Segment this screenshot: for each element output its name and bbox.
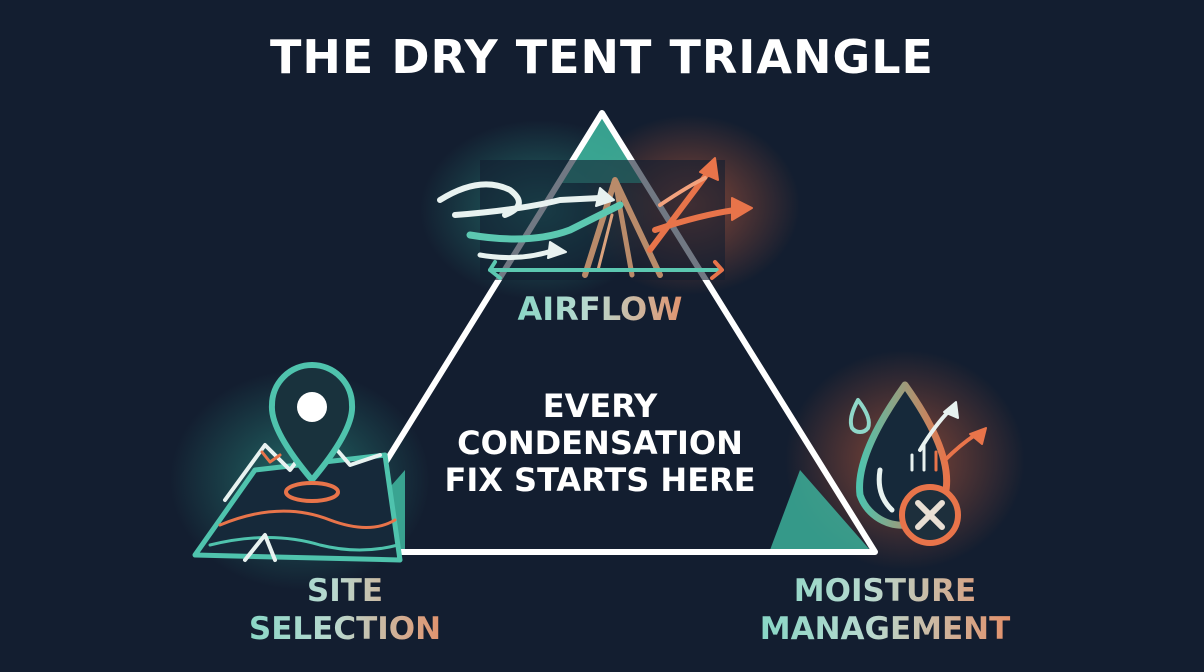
- water-drop-x-icon: [848, 381, 987, 546]
- main-triangle: [327, 110, 878, 555]
- moisture-management-label-line: MOISTURE: [793, 573, 977, 609]
- wind-arrows-tent-icon: [437, 157, 753, 280]
- airflow-label: AIRFLOW: [500, 290, 700, 328]
- site-selection-label: SITE SELECTION: [230, 572, 460, 648]
- map-pin-mountain-icon: [192, 362, 403, 563]
- moisture-management-label: MOISTURE MANAGEMENT: [740, 572, 1030, 648]
- moisture-management-label-line: MANAGEMENT: [759, 611, 1011, 647]
- center-message-line: EVERY: [542, 387, 658, 425]
- center-message: EVERY CONDENSATION FIX STARTS HERE: [420, 388, 780, 499]
- site-selection-label-line: SELECTION: [248, 611, 442, 647]
- triangle-right-fill: [770, 470, 870, 550]
- center-message-line: FIX STARTS HERE: [444, 461, 756, 499]
- page-title: THE DRY TENT TRIANGLE: [270, 30, 934, 84]
- center-message-line: CONDENSATION: [457, 424, 743, 462]
- site-selection-label-line: SITE: [306, 573, 384, 609]
